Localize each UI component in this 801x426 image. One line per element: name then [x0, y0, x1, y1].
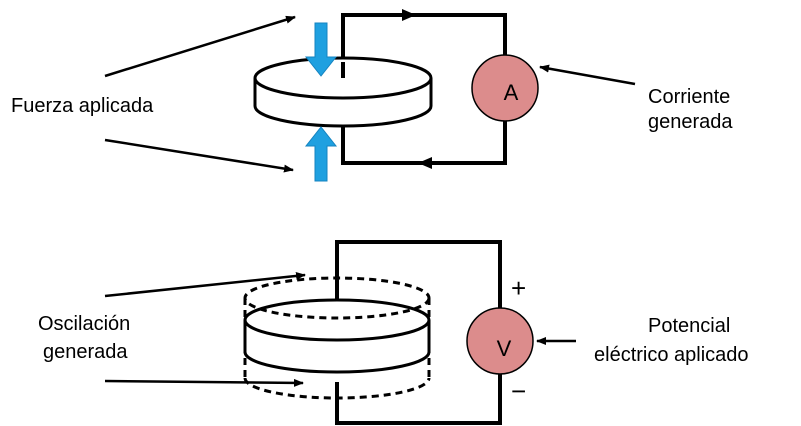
force-arrow-up	[304, 126, 338, 182]
oscillation-label-line2: generada	[43, 341, 128, 363]
force-arrow-down	[304, 22, 338, 77]
potential-label-line1: Potencial	[648, 315, 730, 337]
oscillation-label-line1: Oscilación	[38, 313, 130, 335]
oscillation-pointer-lower	[104, 378, 304, 387]
minus-sign: −	[511, 376, 526, 406]
voltmeter: V	[466, 307, 534, 375]
top-circuit: A Fuerza aplicada Corriente generada	[11, 9, 733, 182]
ammeter: A	[471, 54, 539, 122]
force-label: Fuerza aplicada	[11, 95, 154, 117]
voltmeter-letter: V	[497, 336, 512, 361]
bottom-circuit-wire-upper	[335, 240, 502, 310]
current-label-line2: generada	[648, 111, 733, 133]
oscillation-pointer-upper	[104, 271, 306, 298]
potential-label-line2: eléctrico aplicado	[594, 344, 749, 366]
current-direction-arrow-lower	[418, 157, 432, 169]
current-direction-arrow-upper	[402, 9, 416, 21]
bottom-circuit: V + − Oscilación generada Potencial eléc…	[38, 240, 749, 425]
top-circuit-wire-upper	[341, 13, 507, 78]
ammeter-letter: A	[504, 80, 519, 105]
plus-sign: +	[511, 273, 526, 303]
piezo-disk	[253, 56, 433, 128]
force-pointer-upper	[104, 15, 296, 78]
current-pointer	[539, 64, 636, 86]
oscillation-outline	[243, 276, 431, 400]
force-pointer-lower	[104, 138, 294, 173]
current-label-line1: Corriente	[648, 86, 730, 108]
